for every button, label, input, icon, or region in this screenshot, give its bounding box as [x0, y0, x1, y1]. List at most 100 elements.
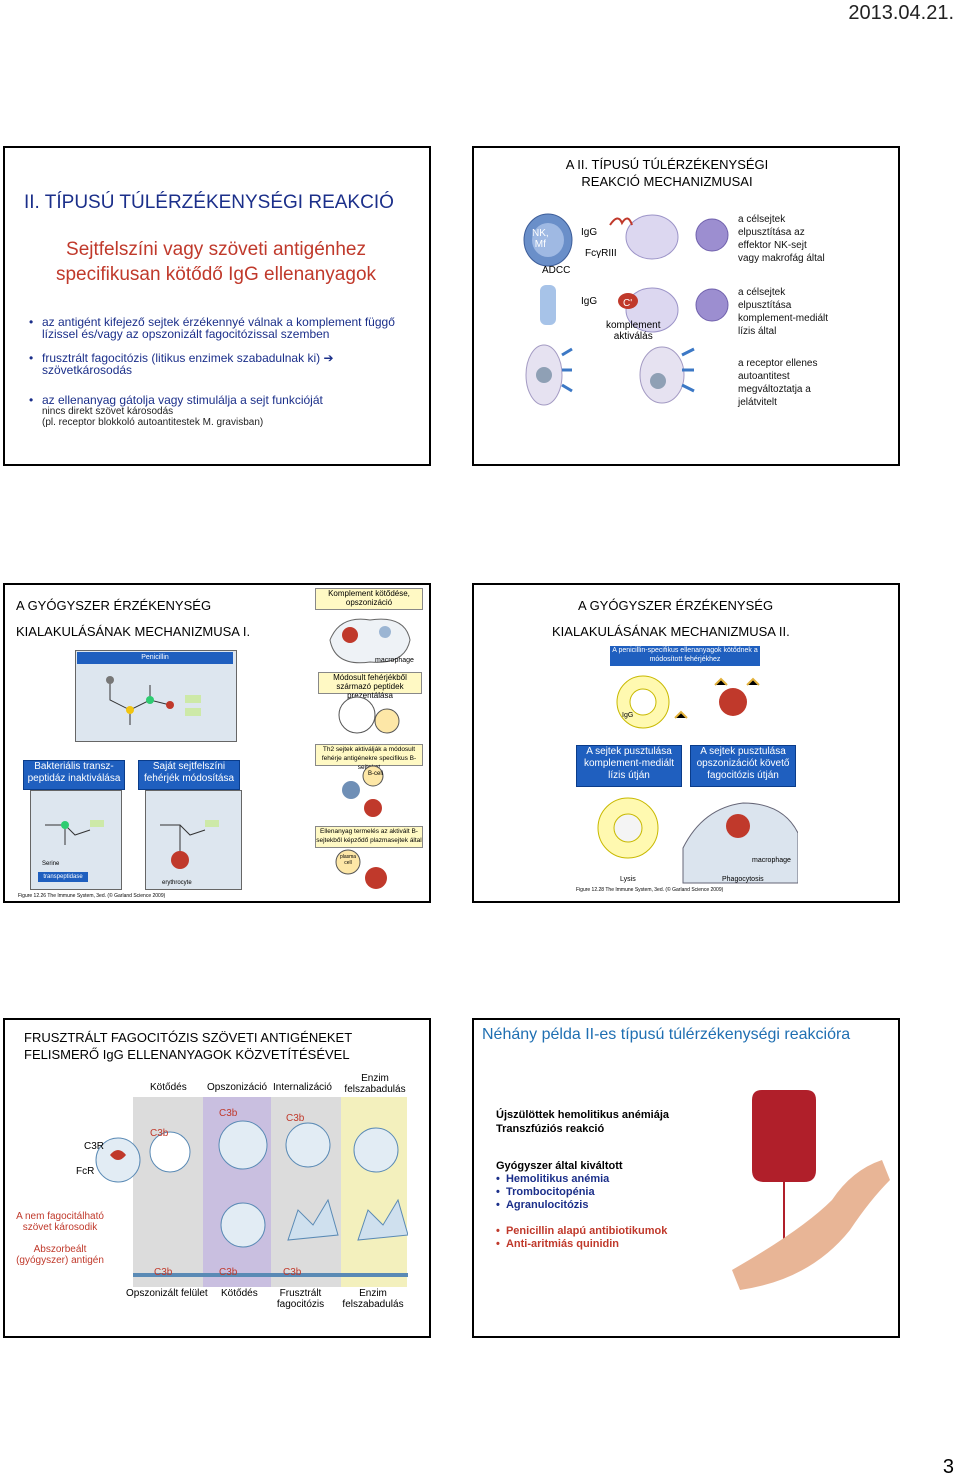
bound-cell	[149, 1131, 191, 1173]
erythrocyte-icon	[342, 627, 358, 643]
desc3-line2: autoantitest	[738, 371, 790, 382]
peptide-box: Módosult fehérjékből származó peptidek p…	[318, 672, 422, 700]
bcell-diagram	[342, 766, 384, 817]
slide5-title-1: FRUSZTRÁLT FAGOCITÓZIS SZÖVETI ANTIGÉNEK…	[24, 1030, 353, 1045]
slide1-title: II. TÍPUSÚ TÚLÉRZÉKENYSÉGI REAKCIÓ	[24, 192, 394, 213]
spacer	[496, 1212, 667, 1225]
left-red-text-1: A nem fagocitálható szövet károsodik	[16, 1211, 104, 1233]
antibody-binding-diagram	[616, 675, 760, 729]
adcc-label: ADCC	[542, 265, 571, 276]
bullet-dot: •	[496, 1225, 506, 1237]
atom-o	[166, 701, 174, 709]
antibody-icons	[561, 347, 695, 393]
bullet-dot: •	[29, 315, 34, 329]
serine-label: Serine	[42, 861, 60, 867]
complement-lysis-box: A sejtek pusztulása komplement-mediált l…	[576, 745, 682, 787]
komplement-line2: aktiválás	[613, 331, 653, 342]
desc1-line3: effektor NK-sejt	[738, 240, 807, 251]
drug-item-3: • Agranulocitózis	[496, 1199, 667, 1212]
plasma-label: plasma cell	[339, 854, 357, 866]
hemolytic-line2: Transzfúziós reakció	[496, 1123, 605, 1135]
blood-bag-icon	[752, 1090, 816, 1182]
bullet2-line1: frusztrált fagocitózis (litikus enzimek …	[42, 351, 334, 365]
col-top-1: Kötődés	[150, 1082, 187, 1093]
desc1-line1: a célsejtek	[738, 214, 786, 225]
transpeptidase-label: transpeptidase	[38, 872, 88, 882]
macrophage-label: macrophage	[375, 657, 414, 664]
plasma-diagram	[335, 849, 387, 889]
drug-item-4: • Penicillin alapú antibiotikumok	[496, 1225, 667, 1238]
subtitle-line-1: Sejtfelszíni vagy szöveti antigénhez	[66, 239, 366, 260]
c3b-label-4: C3b	[154, 1267, 173, 1278]
hemolytic-line1: Újszülöttek hemolitikus anémiája	[496, 1109, 669, 1121]
bullet3-line1: az ellenanyag gátolja vagy stimulálja a …	[42, 393, 323, 407]
bullet-2: • frusztrált fagocitózis (litikus enzime…	[29, 351, 422, 377]
complement-icon	[618, 293, 638, 309]
slide4-title-2: KIALAKULÁSÁNAK MECHANIZMUSA II.	[552, 624, 790, 639]
desc-receptor: a receptor ellenes autoantitest megválto…	[738, 357, 818, 409]
lysis-label: Lysis	[620, 876, 636, 883]
macrophage-body	[682, 802, 798, 884]
slide-2	[472, 146, 900, 466]
complement-box: Komplement kötődése, opszonizáció	[315, 588, 423, 610]
macrophage-diagram	[329, 618, 411, 664]
panel-col-1	[133, 1097, 203, 1287]
atom-s	[126, 706, 134, 714]
slide6-title: Néhány példa II-es típusú túlérzékenység…	[482, 1026, 851, 1043]
slide4-title-1: A GYÓGYSZER ÉRZÉKENYSÉG	[578, 598, 774, 613]
col-bottom-4: Enzim felszabadulás	[342, 1288, 404, 1310]
erythrocyte-icon-4	[719, 688, 747, 716]
bullet-dot: •	[496, 1199, 506, 1211]
desc-nk: a célsejtek elpusztítása az effektor NK-…	[738, 213, 825, 265]
slide4-figure-caption: Figure 12.28 The Immune System, 3ed. (© …	[576, 887, 724, 893]
desc3-line1: a receptor ellenes	[738, 358, 818, 369]
bullet3-line3: (pl. receptor blokkoló autoantitestek M.…	[42, 417, 264, 428]
erythrocyte-icon-2	[365, 867, 387, 889]
drug-item-2-text: Trombocitopénia	[505, 1186, 595, 1198]
bcell-icon	[362, 766, 384, 787]
frustrated-cell-2	[287, 1198, 339, 1241]
th2-icon	[342, 781, 360, 799]
phagocyte-nucleus	[110, 1150, 126, 1160]
drug-induced-section: Gyógyszer által kiváltott • Hemolitikus …	[496, 1160, 667, 1251]
nk-cell-nucleus	[532, 223, 564, 257]
bullet-1: • az antigént kifejező sejtek érzékennyé…	[29, 315, 422, 340]
slide-6	[472, 1018, 900, 1338]
complement-target-cell	[625, 287, 679, 333]
complement-label: komplement aktiválás	[606, 320, 660, 342]
nk-text: NK,	[532, 228, 549, 239]
komplement-line1: komplement	[606, 320, 661, 331]
drug-item-5: • Anti-aritmiás quinidin	[496, 1238, 667, 1251]
internalized-cell	[285, 1122, 331, 1168]
lysed-cell	[695, 288, 729, 322]
atom-ch3	[185, 695, 201, 703]
erythrocyte-icon-3	[171, 851, 189, 869]
frustrated-cell-3	[357, 1198, 408, 1241]
desc2-line3: komplement-mediált	[738, 313, 829, 324]
e-cell-icon	[364, 799, 382, 817]
target-membrane	[540, 285, 556, 325]
bullet1-line1: az antigént kifejező sejtek érzékennyé v…	[42, 315, 395, 329]
bacterial-transpeptidase-box: Bakteriális transz-peptidáz inaktiválása	[23, 760, 125, 790]
penicillin-molecule	[106, 676, 201, 725]
igg-label-1: IgG	[581, 227, 598, 238]
drug-item-3-text: Agranulocitózis	[505, 1199, 589, 1211]
receptor-cell-nucleus	[536, 367, 552, 383]
mf-text: Mf	[534, 239, 546, 250]
desc3-line3: megváltoztatja a	[738, 384, 811, 395]
left-group	[90, 820, 104, 827]
c3b-label-3: C3b	[286, 1113, 305, 1124]
desc1-line2: elpusztítása az	[738, 227, 805, 238]
antibodies	[674, 677, 760, 719]
bullet2-line2: szövetkárosodás	[42, 363, 133, 377]
lysis-phagocytosis-diagram	[597, 797, 798, 884]
t-cell-icon	[374, 708, 400, 734]
slide2-title-line1: A II. TÍPUSÚ TÚLÉRZÉKENYSÉGI	[565, 157, 769, 172]
antibody-box: Ellenanyag termelés az aktivált B-sejtek…	[315, 826, 423, 848]
macrophage-label-slide4: macrophage	[752, 857, 791, 864]
right-group	[205, 820, 219, 827]
lysis-cell-hole	[613, 813, 643, 843]
drug-item-1-text: Hemolitikus anémia	[505, 1173, 610, 1185]
enzyme-cell	[353, 1127, 399, 1173]
col-top-3: Internalizáció	[273, 1082, 332, 1093]
